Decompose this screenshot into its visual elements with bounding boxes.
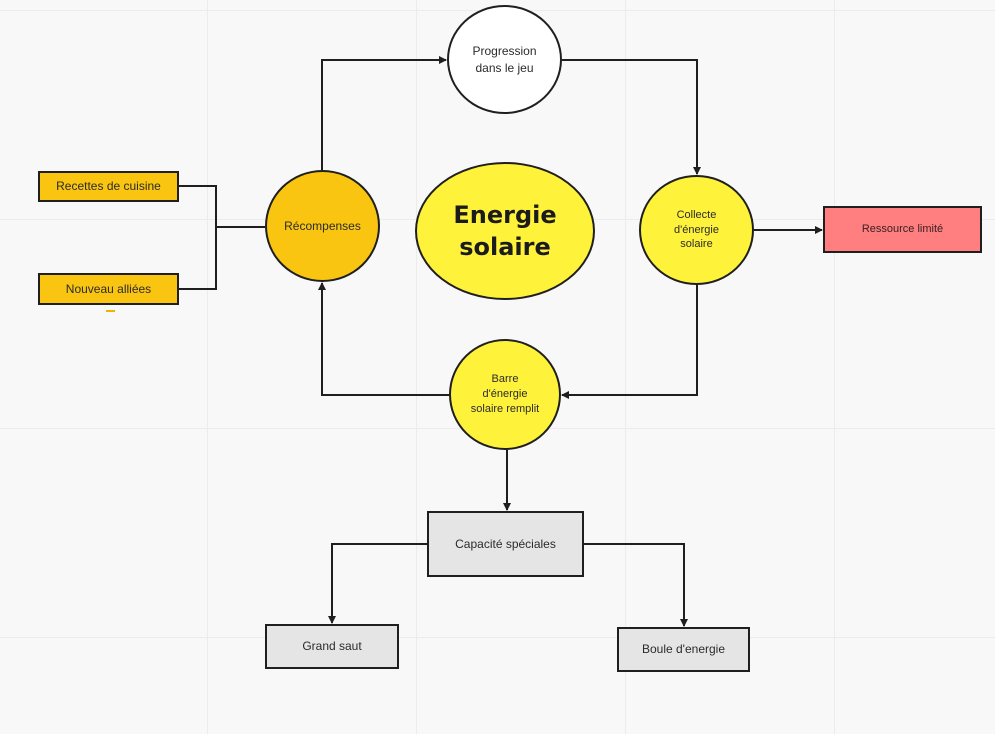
node-barre[interactable]: Barre d'énergie solaire remplit xyxy=(449,339,561,450)
connector-progression-collecte[interactable] xyxy=(562,59,701,175)
node-recettes[interactable]: Recettes de cuisine xyxy=(38,171,179,202)
node-barre-line3: solaire remplit xyxy=(470,402,540,415)
node-progression-line1: Progression xyxy=(472,44,537,59)
node-grand-saut[interactable]: Grand saut xyxy=(265,624,399,669)
connector-recompenses-progression[interactable] xyxy=(321,56,447,170)
node-ressource[interactable]: Ressource limité xyxy=(823,206,982,253)
node-nouveau[interactable]: Nouveau alliées xyxy=(38,273,179,305)
connector-collecte-barre[interactable] xyxy=(561,285,698,399)
node-grand-saut-label: Grand saut xyxy=(302,639,362,654)
node-barre-line2: d'énergie xyxy=(482,388,528,401)
node-boule[interactable]: Boule d'energie xyxy=(617,627,750,672)
node-capacite[interactable]: Capacité spéciales xyxy=(427,511,584,577)
node-energie-solaire[interactable]: Energie solaire xyxy=(415,162,595,300)
node-recettes-label: Recettes de cuisine xyxy=(56,179,161,194)
text-cursor-mark xyxy=(106,310,115,312)
connector-barre-recompenses[interactable] xyxy=(318,282,449,396)
connector-capacite-grand-saut[interactable] xyxy=(328,543,427,624)
node-recompenses-label: Récompenses xyxy=(284,218,361,233)
node-nouveau-label: Nouveau alliées xyxy=(65,281,152,296)
node-collecte-line1: Collecte xyxy=(676,208,717,221)
node-collecte-line3: solaire xyxy=(680,238,713,251)
node-collecte[interactable]: Collecte d'énergie solaire xyxy=(639,175,754,285)
node-collecte-line2: d'énergie xyxy=(674,223,719,236)
node-capacite-label: Capacité spéciales xyxy=(455,536,556,551)
node-progression[interactable]: Progression dans le jeu xyxy=(447,5,562,114)
connector-recettes-bracket[interactable] xyxy=(179,185,217,290)
center-title-line2: solaire xyxy=(459,233,551,261)
connector-capacite-boule[interactable] xyxy=(584,543,688,627)
node-progression-line2: dans le jeu xyxy=(475,60,534,75)
center-title-line1: Energie xyxy=(453,200,557,229)
node-ressource-label: Ressource limité xyxy=(861,223,944,236)
node-recompenses[interactable]: Récompenses xyxy=(265,170,380,282)
node-boule-label: Boule d'energie xyxy=(641,642,726,657)
node-barre-line1: Barre xyxy=(491,373,519,386)
